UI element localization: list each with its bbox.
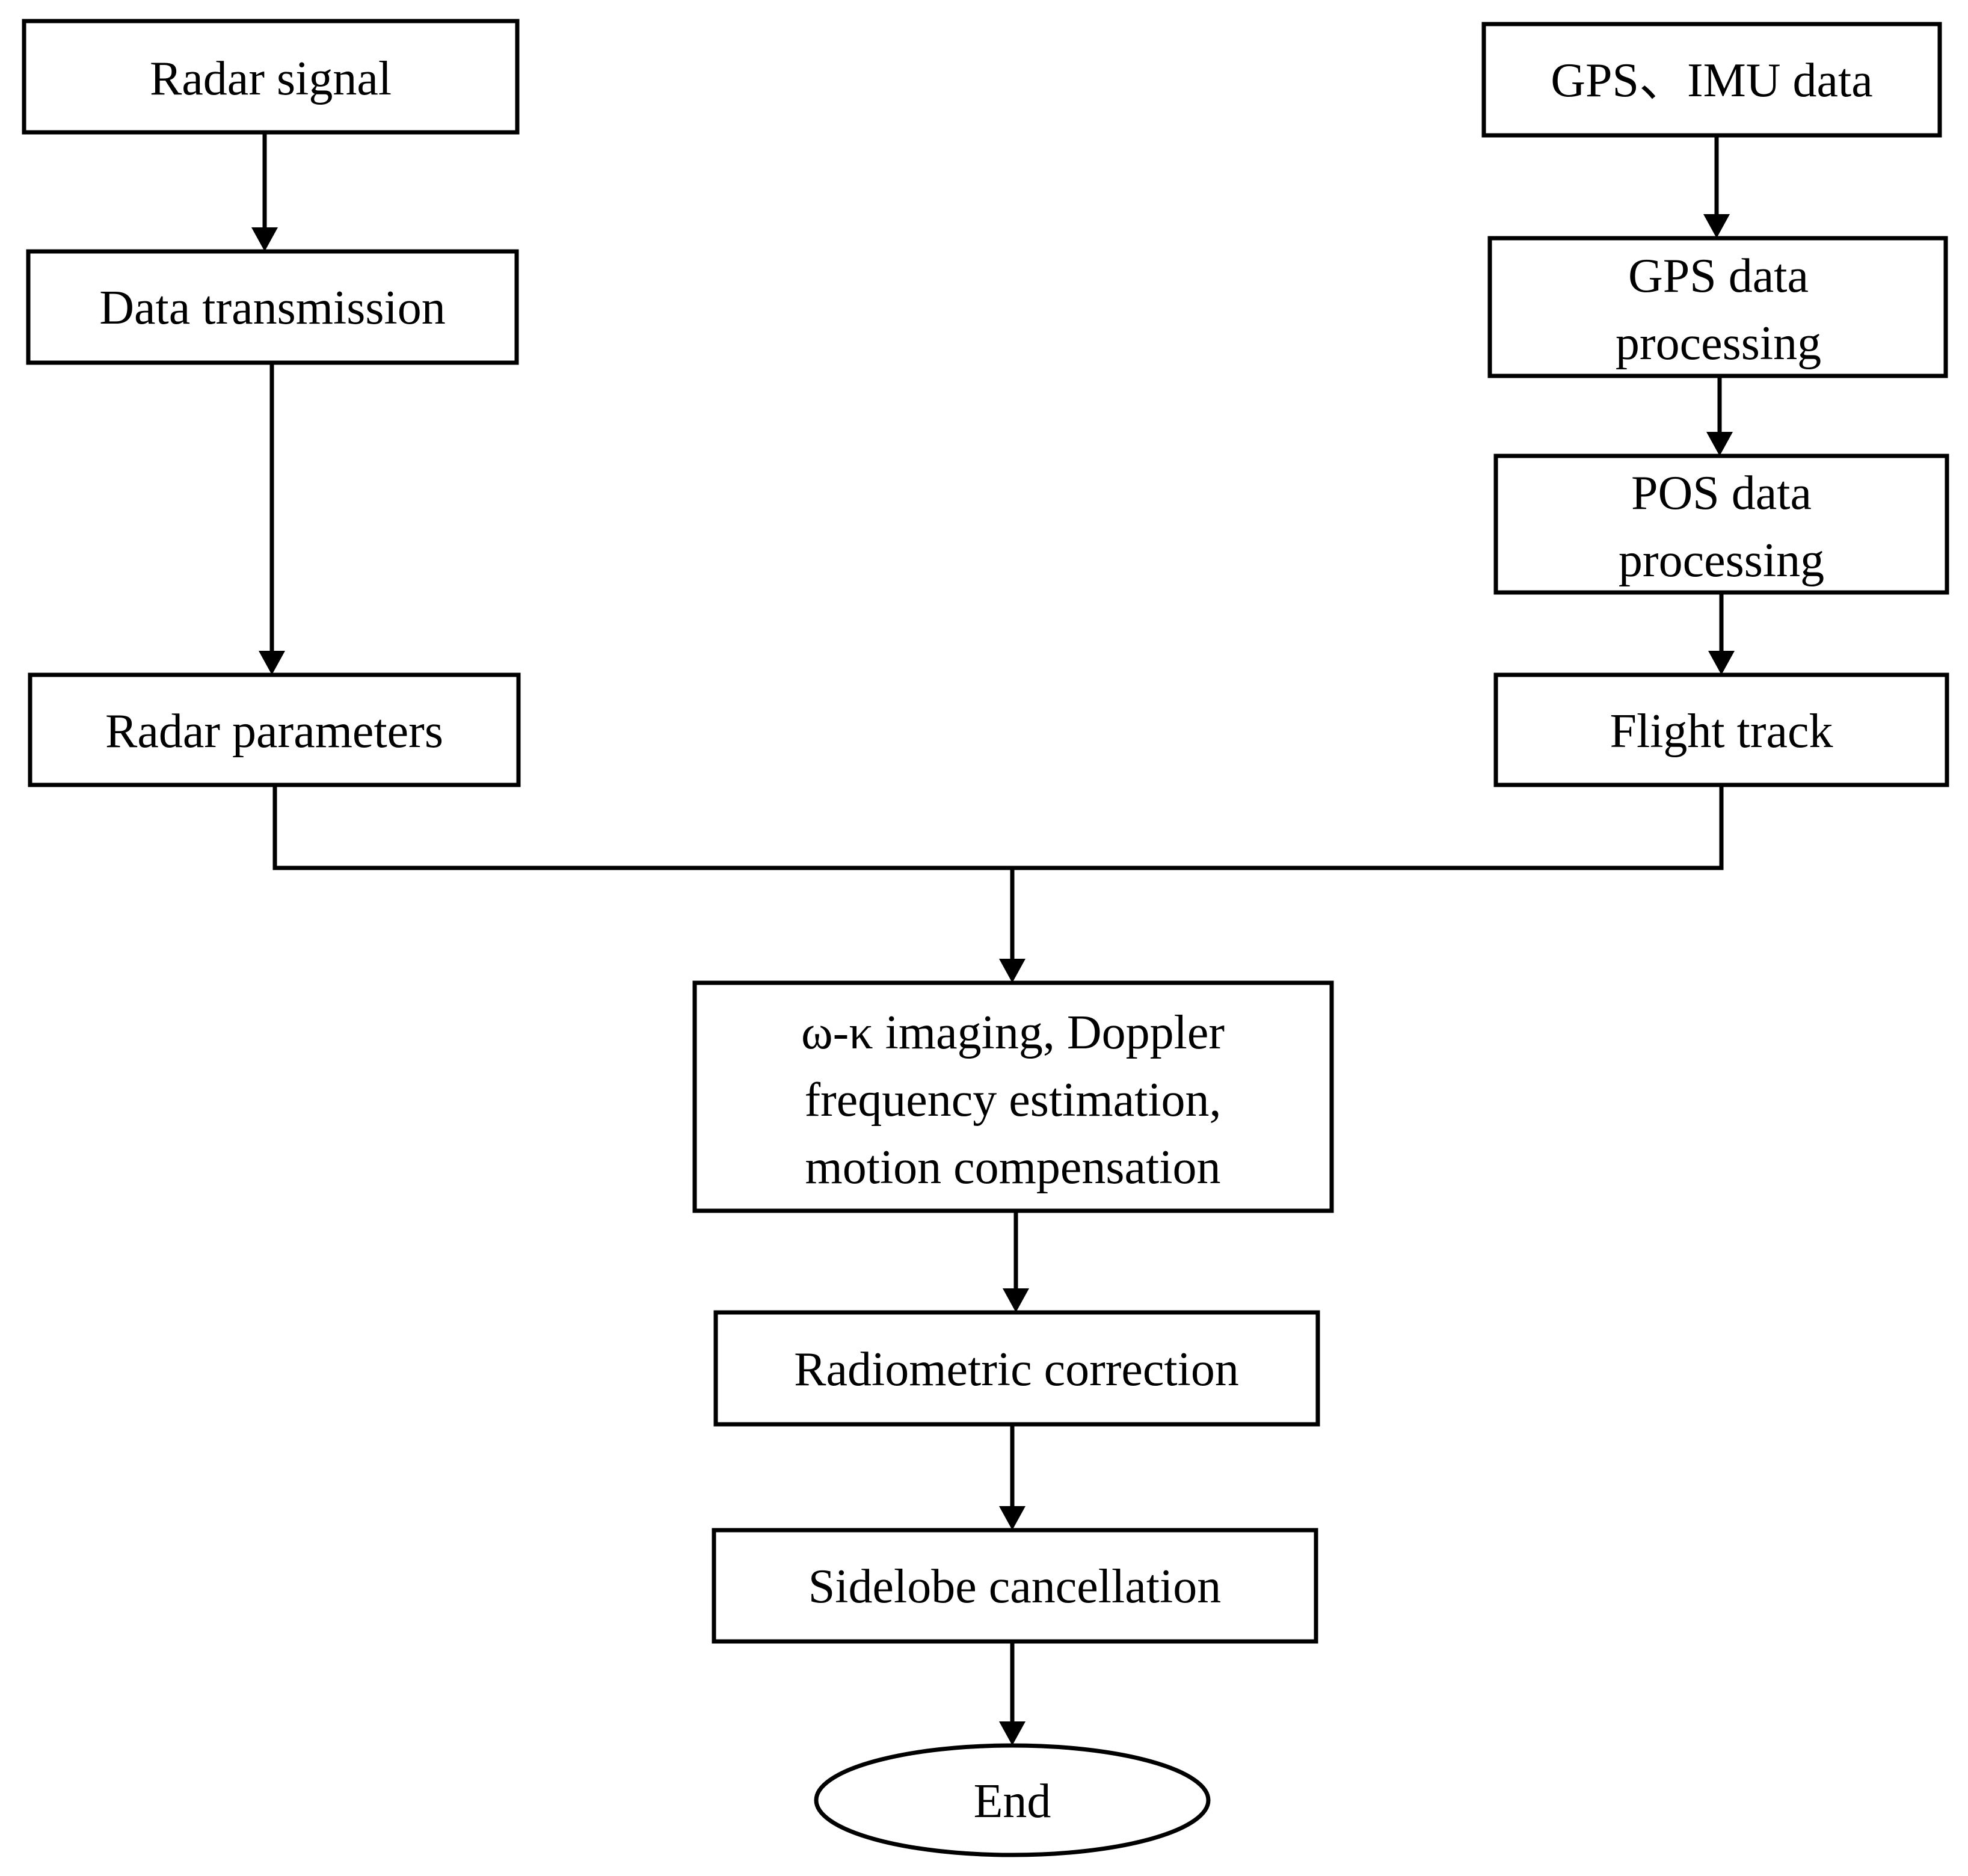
node-label: Radiometric correction — [794, 1343, 1239, 1396]
arrowhead — [999, 1721, 1026, 1745]
node-label: End — [974, 1775, 1051, 1828]
node-label: GPS、IMU data — [1551, 54, 1873, 107]
arrowhead — [259, 651, 285, 675]
node-label: Data transmission — [99, 281, 445, 334]
node-label: Sidelobe cancellation — [808, 1560, 1221, 1613]
node-pos-data-processing: POS data processing — [1493, 454, 1949, 595]
node-label: POS data — [1631, 467, 1812, 520]
node-radiometric-correction: Radiometric correction — [713, 1310, 1320, 1427]
node-label: Radar signal — [150, 52, 392, 105]
node-imaging: ω-κ imaging, Doppler frequency estimatio… — [692, 980, 1334, 1213]
node-gps-imu-data: GPS、IMU data — [1481, 22, 1942, 138]
edge-radar-parameters-merge — [272, 785, 1012, 870]
arrowhead — [999, 959, 1026, 983]
node-label: GPS data — [1628, 250, 1809, 303]
node-data-transmission: Data transmission — [26, 249, 519, 365]
node-sidelobe-cancellation: Sidelobe cancellation — [712, 1528, 1318, 1644]
node-flight-track: Flight track — [1493, 672, 1949, 787]
node-label: processing — [1616, 317, 1821, 370]
edge-flight-track-merge — [1012, 785, 1724, 870]
node-radar-signal: Radar signal — [22, 19, 520, 135]
node-label: frequency estimation, — [804, 1074, 1221, 1127]
node-label: processing — [1619, 534, 1824, 587]
node-label: motion compensation — [805, 1141, 1220, 1194]
arrowhead — [1708, 651, 1735, 675]
node-label: Flight track — [1610, 705, 1833, 758]
arrowhead — [999, 1506, 1026, 1530]
node-label: Radar parameters — [105, 705, 443, 758]
arrowhead — [1003, 1288, 1029, 1312]
node-label: ω-κ imaging, Doppler — [801, 1006, 1225, 1059]
arrowhead — [251, 227, 278, 251]
node-end: End — [814, 1743, 1211, 1857]
node-gps-data-processing: GPS data processing — [1487, 236, 1948, 378]
arrowhead — [1703, 214, 1730, 238]
arrowhead — [1706, 432, 1733, 456]
node-radar-parameters: Radar parameters — [28, 672, 521, 787]
